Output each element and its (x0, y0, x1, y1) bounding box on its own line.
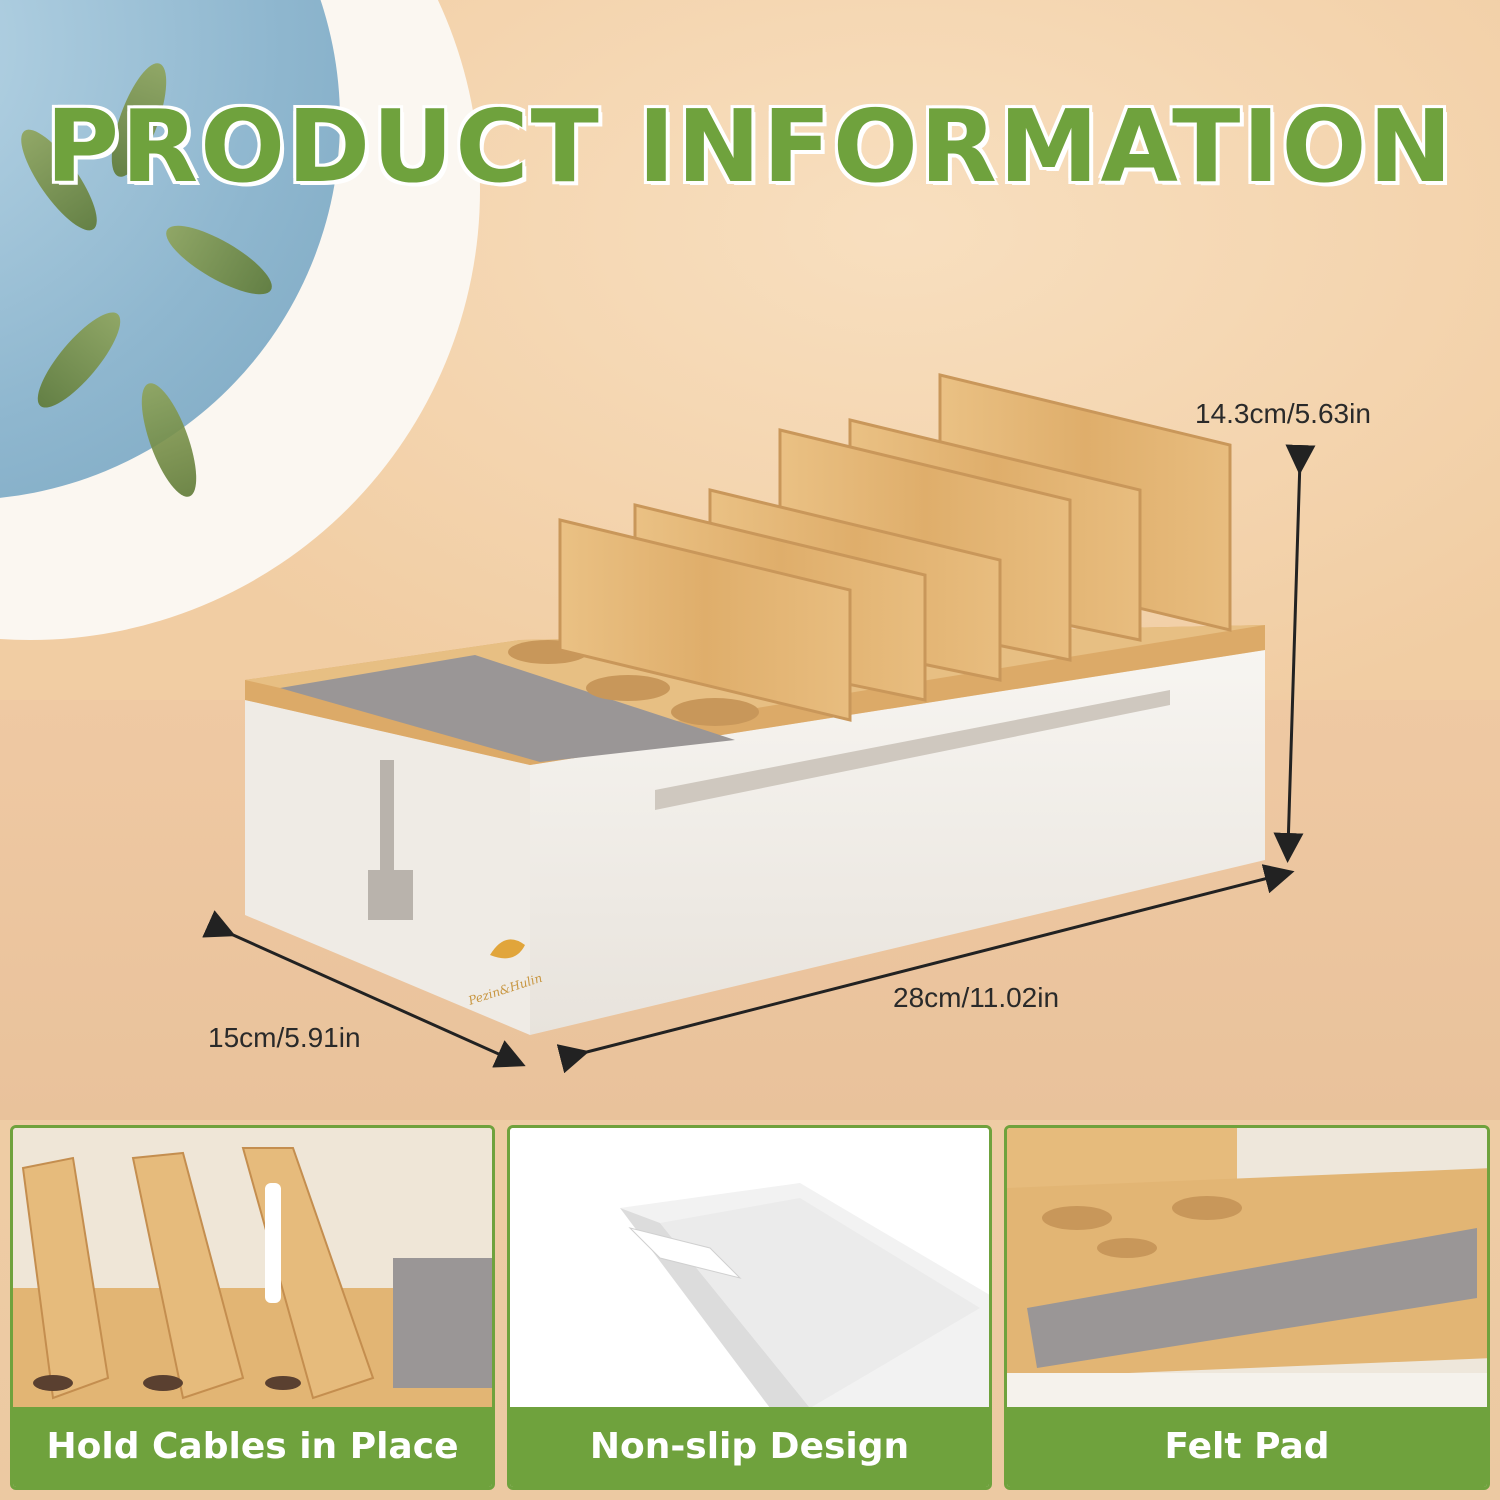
page-title: PRODUCT INFORMATION (45, 88, 1455, 205)
feature-image-cables (13, 1128, 492, 1408)
feature-caption-cables: Hold Cables in Place (13, 1407, 492, 1487)
height-arrow (1273, 444, 1316, 863)
feature-panel-nonslip: Non-slip Design (507, 1125, 992, 1490)
cable-hole-channel (380, 760, 394, 875)
cutout (671, 698, 759, 726)
feature-caption-nonslip: Non-slip Design (510, 1407, 989, 1487)
length-dimension-label: 28cm/11.02in (893, 982, 1060, 1013)
feature-caption-felt: Felt Pad (1007, 1407, 1487, 1487)
feature-panel-felt: Felt Pad (1004, 1125, 1490, 1490)
width-dimension-label: 15cm/5.91in (208, 1022, 361, 1053)
product-illustration: Pezin&Hulin (202, 373, 1316, 1074)
divider-boards (558, 373, 1232, 722)
cable-slot (655, 690, 1170, 810)
feature-image-nonslip (510, 1128, 989, 1408)
felt-pad (280, 655, 735, 762)
feature-image-felt (1007, 1128, 1487, 1408)
length-arrow (556, 864, 1295, 1074)
cable-hole (368, 870, 413, 920)
feature-panel-cables: Hold Cables in Place (10, 1125, 495, 1490)
height-dimension-label: 14.3cm/5.63in (1195, 398, 1371, 429)
cutout (586, 675, 670, 701)
width-arrow (202, 910, 526, 1068)
